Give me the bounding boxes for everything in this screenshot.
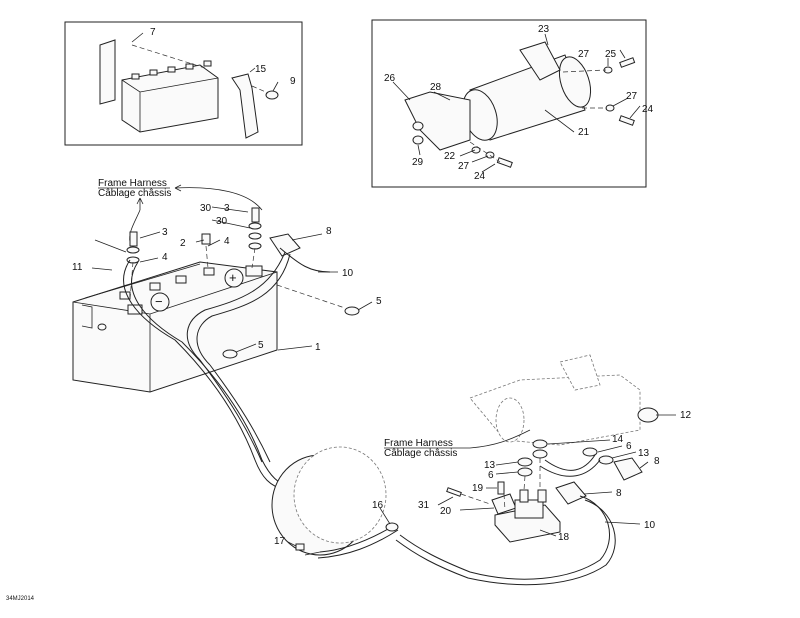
callout-inset2-10: 27 <box>458 161 470 172</box>
callout-main-15: 6 <box>626 441 632 452</box>
callout-main-4: 2 <box>180 238 186 249</box>
callout-inset2-9: 22 <box>444 151 456 162</box>
harness-top-fr: Câblage châssis <box>98 188 171 199</box>
nut-5-upper <box>344 306 360 316</box>
callout-main-5: 4 <box>224 236 230 247</box>
callout-main-24: 16 <box>372 500 384 511</box>
terminal-boot-8-lower <box>555 481 587 505</box>
callout-main-21: 8 <box>616 488 622 499</box>
callout-inset1-0: 7 <box>150 27 156 38</box>
terminal-boot-right <box>613 457 643 481</box>
frame-harness-label-top: Frame Harness Câblage châssis <box>98 178 263 243</box>
starter-outline <box>469 354 659 446</box>
callout-main-22: 31 <box>418 500 430 511</box>
inset-battery: 7 15 9 <box>64 21 303 146</box>
callout-main-20: 19 <box>472 483 484 494</box>
battery-bracket <box>99 39 116 105</box>
callout-main-25: 10 <box>644 520 656 531</box>
callout-main-26: 18 <box>558 532 570 543</box>
nut-5-lower <box>222 349 238 359</box>
main-assembly: Frame Harness Câblage châssis − + <box>72 178 692 586</box>
callout-main-1: 30 <box>200 203 212 214</box>
callout-main-14: 14 <box>612 434 624 445</box>
cap-12 <box>637 407 659 423</box>
harness-top-en: Frame Harness <box>98 178 167 189</box>
callout-main-10: 5 <box>376 296 382 307</box>
callout-inset2-7: 21 <box>578 127 590 138</box>
callout-main-11: 5 <box>258 340 264 351</box>
inset-starter: 23 25 27 26 28 27 24 21 29 22 27 24 <box>371 19 654 188</box>
solenoid-assembly <box>295 439 643 586</box>
callout-inset2-5: 27 <box>626 91 638 102</box>
frame-harness-label-bottom: Frame Harness Câblage châssis <box>384 429 531 459</box>
inset-starter-frame <box>371 19 647 188</box>
callout-main-12: 1 <box>315 342 321 353</box>
solenoid-body <box>494 504 561 543</box>
inset-battery-body <box>121 64 219 133</box>
callout-main-6: 8 <box>326 226 332 237</box>
diagram-code: 34MJ2014 <box>6 596 35 602</box>
callout-inset2-6: 24 <box>642 104 654 115</box>
negative-terminal-circle <box>150 292 170 312</box>
callout-main-16: 13 <box>484 460 496 471</box>
callout-inset1-2: 9 <box>290 76 296 87</box>
callout-main-23: 20 <box>440 506 452 517</box>
callout-main-9: 10 <box>342 268 354 279</box>
inset-battery-terminals <box>131 60 212 80</box>
callout-main-7: 11 <box>72 262 83 273</box>
nut-17 <box>295 543 305 551</box>
callout-inset2-0: 23 <box>538 24 550 35</box>
inset-battery-frame <box>64 21 303 146</box>
harness-bottom-en: Frame Harness <box>384 438 453 449</box>
starter-bracket <box>519 41 561 81</box>
callout-main-27: 17 <box>274 536 286 547</box>
ground-ring-16 <box>385 522 399 532</box>
positive-terminal-circle <box>224 268 244 288</box>
nut-9 <box>265 90 279 100</box>
callout-inset2-8: 29 <box>412 157 424 168</box>
callout-main-2: 3 <box>224 203 230 214</box>
callout-main-8: 4 <box>162 252 168 263</box>
battery-cables <box>123 247 331 491</box>
callout-main-18: 6 <box>488 470 494 481</box>
callout-main-3: 30 <box>216 216 228 227</box>
callout-inset2-2: 27 <box>578 49 590 60</box>
callout-inset2-1: 25 <box>605 49 617 60</box>
callout-main-19: 8 <box>654 456 660 467</box>
callout-main-17: 13 <box>638 448 650 459</box>
harness-bottom-fr: Câblage châssis <box>384 448 457 459</box>
negative-terminal-sign: − <box>155 294 163 309</box>
battery-strap <box>231 73 259 139</box>
main-battery: − + <box>72 261 278 393</box>
callout-inset2-11: 24 <box>474 171 486 182</box>
callout-inset2-3: 26 <box>384 73 396 84</box>
callout-main-13: 12 <box>680 410 692 421</box>
callout-inset2-4: 28 <box>430 82 442 93</box>
callout-main-0: 3 <box>162 227 168 238</box>
callout-inset1-1: 15 <box>255 64 267 75</box>
positive-terminal-sign: + <box>229 270 237 285</box>
